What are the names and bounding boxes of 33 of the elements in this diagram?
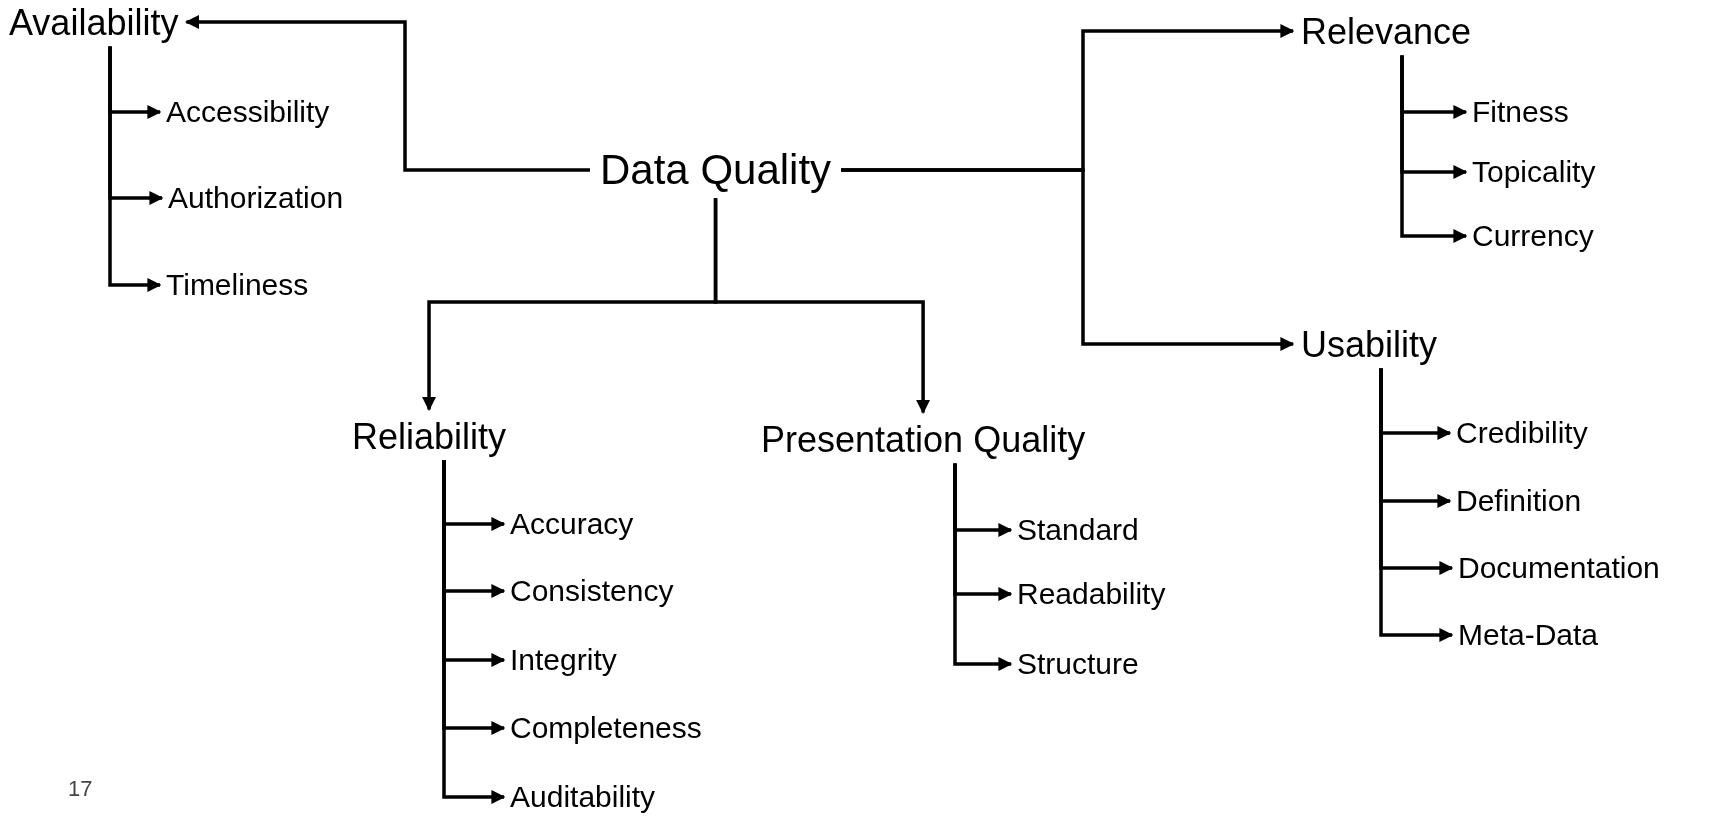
arrow — [1400, 55, 1468, 243]
attribute-label: Definition — [1456, 482, 1582, 520]
category-label: Usability — [1301, 321, 1438, 367]
category-label: Availability — [9, 0, 179, 45]
attribute-label: Currency — [1472, 217, 1594, 255]
attribute-label: Meta-Data — [1458, 616, 1599, 654]
attribute-label: Consistency — [510, 572, 674, 610]
attribute-label: Accessibility — [166, 93, 330, 131]
arrow — [841, 168, 1295, 351]
category-label: Data Quality — [600, 143, 832, 197]
category-label: Reliability — [352, 413, 507, 459]
category-label: Presentation Quality — [761, 416, 1086, 462]
attribute-label: Integrity — [510, 641, 617, 679]
attribute-label: Completeness — [510, 709, 702, 747]
arrow — [713, 198, 931, 414]
arrow — [185, 15, 590, 172]
attribute-label: Readability — [1017, 575, 1166, 613]
attribute-label: Topicality — [1472, 153, 1596, 191]
attribute-label: Credibility — [1456, 414, 1588, 452]
arrow — [442, 460, 506, 804]
arrow — [1379, 368, 1454, 642]
attribute-label: Fitness — [1472, 93, 1569, 131]
attribute-label: Timeliness — [166, 266, 309, 304]
attribute-label: Accuracy — [510, 505, 634, 543]
category-label: Relevance — [1301, 8, 1472, 54]
arrow — [108, 46, 162, 292]
attribute-label: Authorization — [168, 179, 344, 217]
attribute-label: Standard — [1017, 511, 1139, 549]
attribute-label: Structure — [1017, 645, 1139, 683]
attribute-label: Auditability — [510, 778, 656, 816]
arrow — [953, 463, 1013, 671]
attribute-label: Documentation — [1458, 549, 1660, 587]
page-number: 17 — [68, 775, 93, 803]
